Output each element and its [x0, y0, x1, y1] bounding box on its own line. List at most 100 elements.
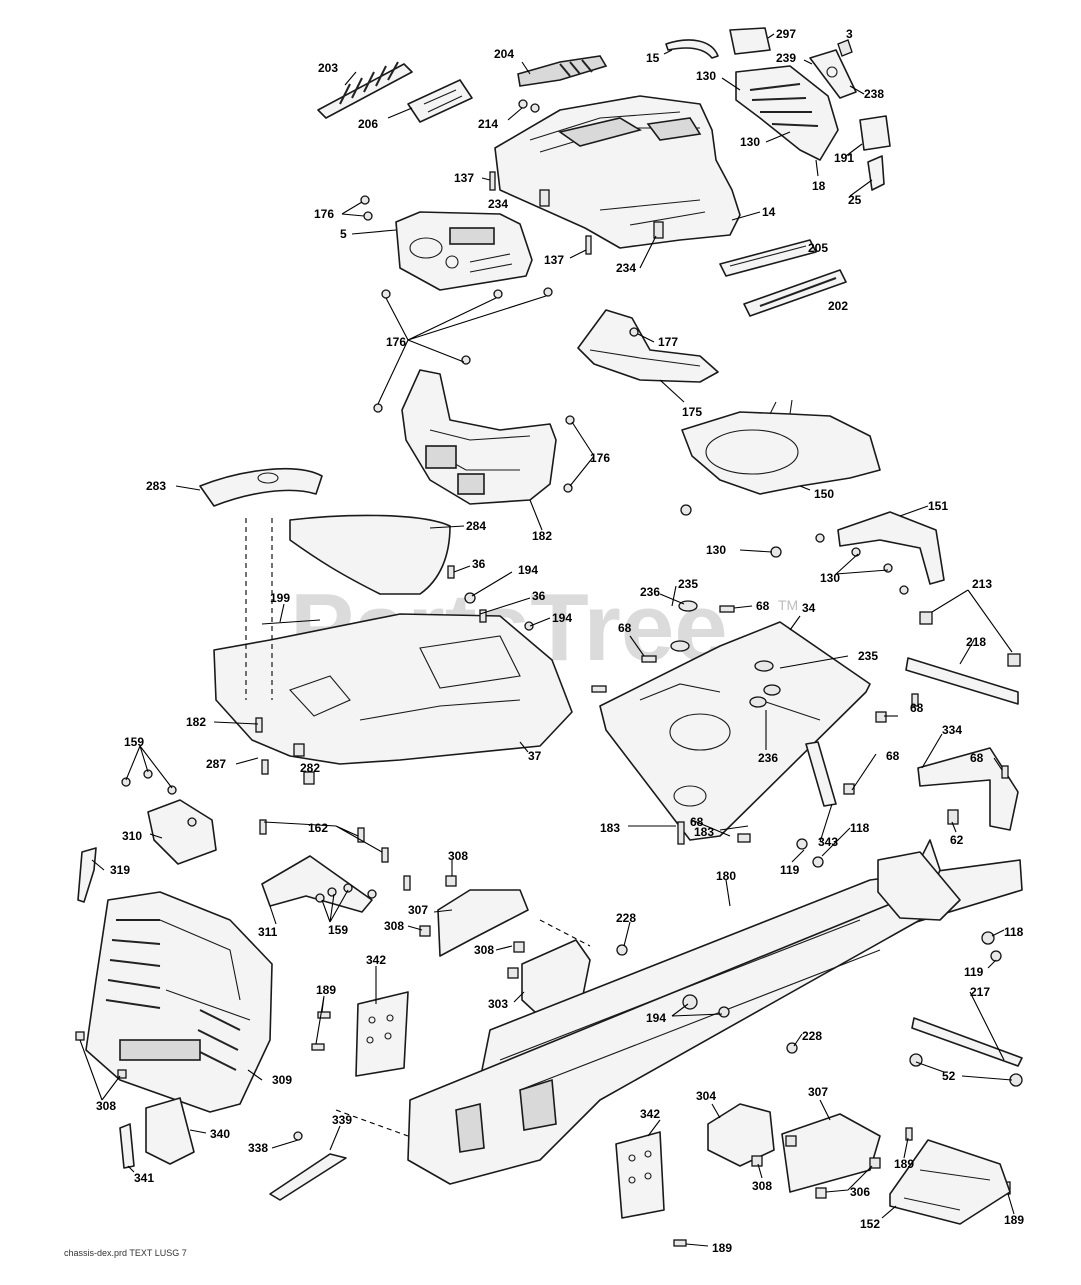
bracket-304: [707, 1103, 775, 1167]
clip-234-lower: [653, 221, 664, 239]
callout-label: 236: [758, 751, 778, 765]
callout-label: 199: [270, 591, 290, 605]
bracket-297: [729, 27, 771, 55]
callout-label: 189: [712, 1241, 732, 1255]
dashboard-5: [395, 211, 533, 291]
callout-label: 342: [640, 1107, 660, 1121]
callout-label: 194: [646, 1011, 666, 1025]
callout-label: 159: [124, 735, 144, 749]
callout-label: 304: [696, 1089, 716, 1103]
callout-label: 119: [780, 863, 800, 877]
callout-label: 308: [752, 1179, 772, 1193]
callout-label: 343: [818, 835, 838, 849]
callout-label: 177: [658, 335, 678, 349]
callout-label: 213: [972, 577, 992, 591]
shroud-150: [681, 399, 881, 495]
callout-label: 14: [762, 205, 776, 219]
callout-label: 189: [316, 983, 336, 997]
nuts-lower: [673, 1127, 1011, 1247]
callout-label: 206: [358, 117, 378, 131]
callout-label: 205: [808, 241, 828, 255]
callout-label: 119: [964, 965, 984, 979]
seat-284: [289, 514, 451, 595]
callout-label: 183: [694, 825, 714, 839]
callout-label: 175: [682, 405, 702, 419]
callout-label: 235: [678, 577, 698, 591]
callout-label: 189: [894, 1157, 914, 1171]
callout-label: 68: [756, 599, 770, 613]
callout-label: 217: [970, 985, 990, 999]
callout-label: 15: [646, 51, 660, 65]
callout-label: 234: [488, 197, 508, 211]
callout-label: 36: [532, 589, 546, 603]
callout-label: 152: [860, 1217, 880, 1231]
callout-label: 118: [1004, 925, 1024, 939]
callout-label: 137: [454, 171, 474, 185]
callout-label: 311: [258, 925, 278, 939]
callout-label: 62: [950, 833, 964, 847]
callout-label: 68: [910, 701, 924, 715]
decal-204: [517, 55, 608, 87]
callout-label: 307: [808, 1085, 828, 1099]
callout-label: 68: [970, 751, 984, 765]
callout-label: 204: [494, 47, 514, 61]
bracket-310: [121, 769, 217, 865]
watermark-trademark: TM: [778, 597, 798, 613]
rod-199: [261, 619, 321, 625]
bracket-175: [577, 309, 719, 383]
callout-label: 339: [332, 1113, 352, 1127]
screws-176-ped: [563, 415, 575, 493]
seat-frame-34: [599, 621, 871, 841]
pin-137-upper: [489, 171, 496, 191]
callout-label: 202: [828, 299, 848, 313]
plate-340: [145, 1097, 195, 1165]
clip-234-upper: [539, 189, 550, 207]
pin-137-lower: [585, 235, 592, 255]
fastener-130-shroud: [680, 504, 782, 558]
callout-label: 130: [820, 571, 840, 585]
callout-label: 25: [848, 193, 862, 207]
clip-319: [77, 847, 97, 903]
fender-37: [213, 613, 573, 765]
lever-339: [269, 1131, 347, 1201]
callout-label: 137: [544, 253, 564, 267]
callout-label: 239: [776, 51, 796, 65]
callout-label: 218: [966, 635, 986, 649]
callout-label: 214: [478, 117, 498, 131]
callout-label: 307: [408, 903, 428, 917]
screw-214: [518, 99, 540, 113]
callout-label: 130: [696, 69, 716, 83]
callout-label: 130: [740, 135, 760, 149]
callout-label: 228: [802, 1029, 822, 1043]
callout-label: 68: [690, 815, 704, 829]
callout-label: 309: [272, 1073, 292, 1087]
callout-label: 34: [802, 601, 816, 615]
nuts-308: [75, 875, 525, 1079]
callout-label: 308: [474, 943, 494, 957]
callout-label: 118: [850, 821, 870, 835]
decal-205: [719, 239, 817, 277]
decal-203: [317, 61, 413, 119]
decal-202: [743, 269, 847, 317]
bracket-334: [917, 747, 1019, 831]
bolts-fender: [255, 565, 534, 891]
callout-label: 180: [716, 869, 736, 883]
footer-text: chassis-dex.prd TEXT LUSG 7: [64, 1248, 187, 1258]
grille-309: [85, 891, 273, 1113]
callout-label: 319: [110, 863, 130, 877]
bracket-343: [805, 741, 837, 807]
callout-label: 283: [146, 479, 166, 493]
panel-342-upper: [311, 991, 409, 1077]
leader-lines: [79, 33, 1015, 1247]
lamp-238: [809, 49, 857, 99]
callout-label: 151: [928, 499, 948, 513]
callout-label: 18: [812, 179, 826, 193]
callout-label: 36: [472, 557, 486, 571]
clip-341: [119, 1123, 135, 1169]
panel-342-lower: [615, 1131, 665, 1219]
callout-label: 342: [366, 953, 386, 967]
bracket-311: [261, 855, 377, 913]
callout-label: 182: [532, 529, 552, 543]
